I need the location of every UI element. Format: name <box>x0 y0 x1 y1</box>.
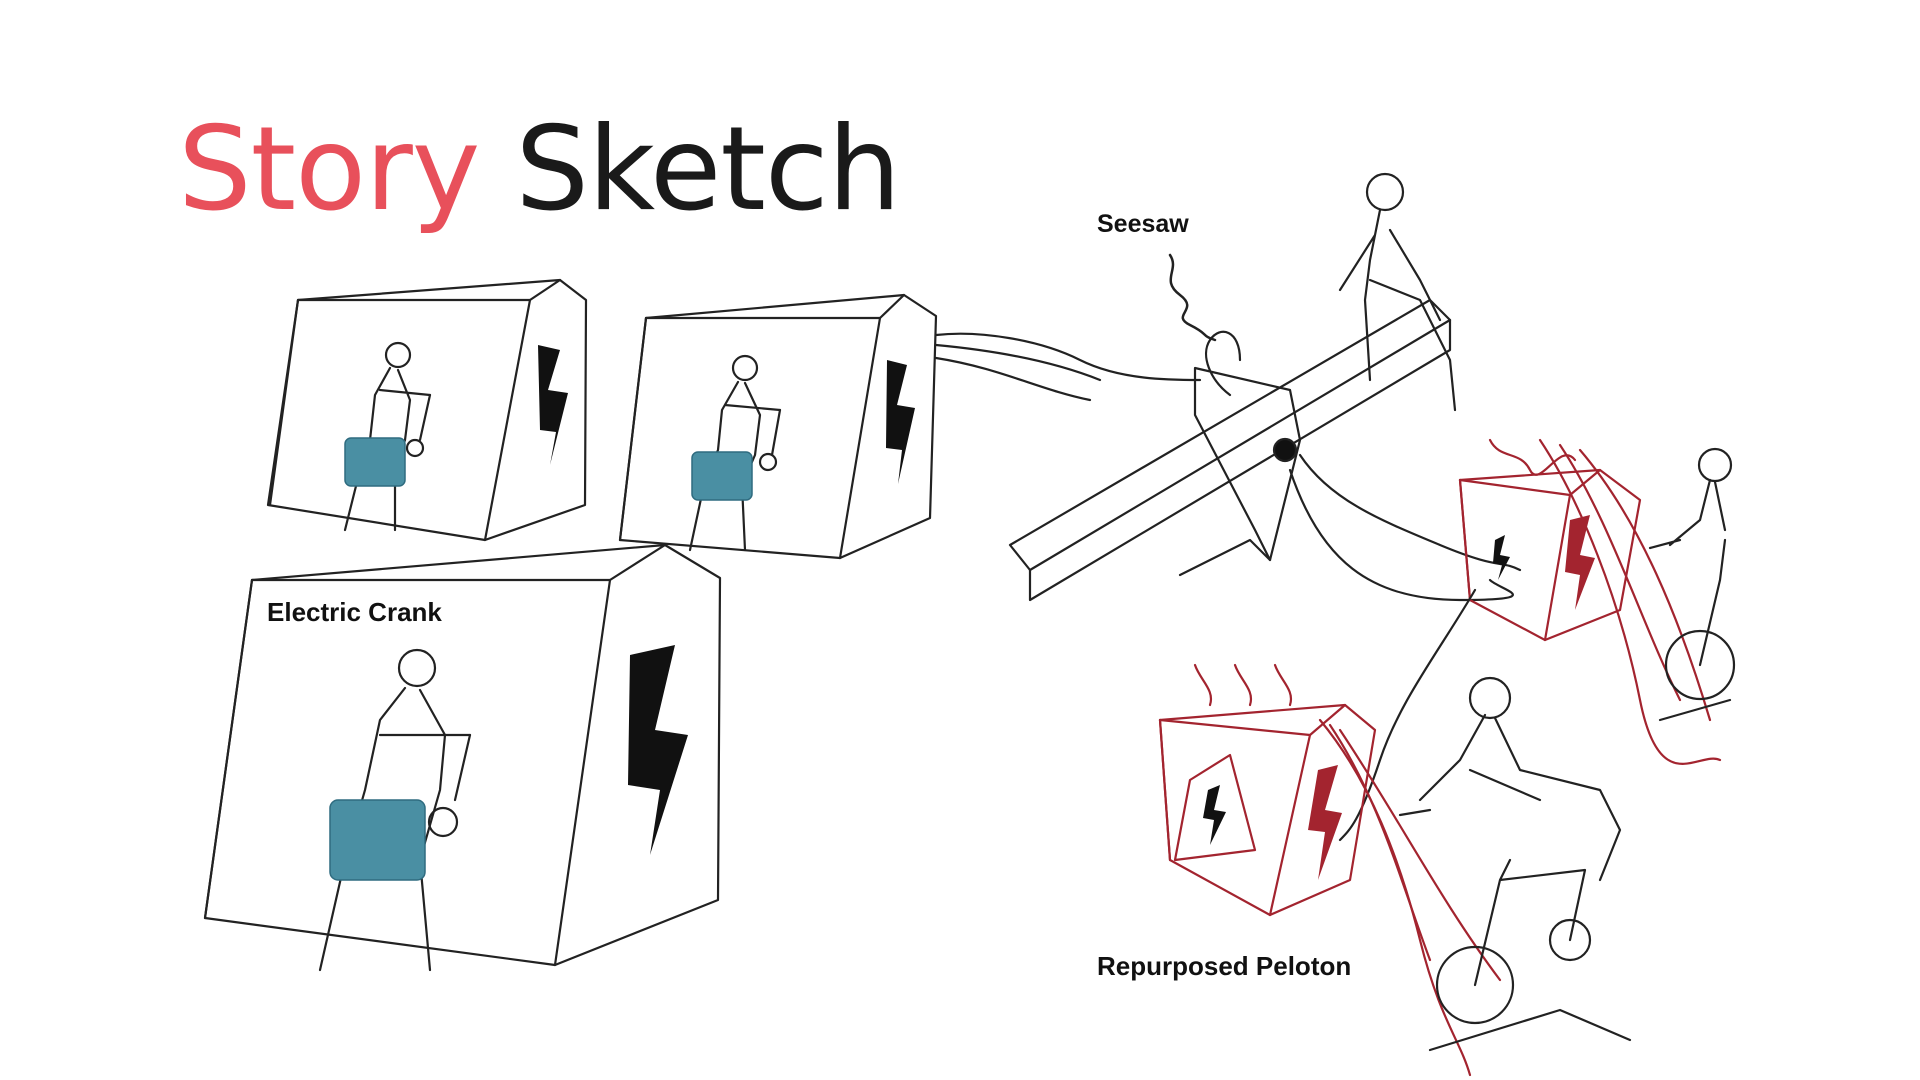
label-electric-crank: Electric Crank <box>267 597 442 627</box>
lightning-bolt-icon-7 <box>1308 765 1342 880</box>
crank-man-2 <box>688 354 782 552</box>
crank-box-2 <box>618 293 938 560</box>
lightning-bolt-icon-5 <box>1493 535 1510 580</box>
label-repurposed-peloton: Repurposed Peloton <box>1097 951 1352 981</box>
crank-box-3 <box>203 543 722 967</box>
title-word-sketch: Sketch <box>515 102 901 237</box>
power-box-top <box>1458 438 1722 765</box>
peloton-rider-2 <box>1648 447 1736 722</box>
slide-title: Story Sketch <box>178 112 901 228</box>
title-word-story: Story <box>178 102 480 237</box>
peloton-rider <box>1398 676 1632 1052</box>
lightning-bolt-icon-3 <box>628 645 688 855</box>
seesaw-squiggle <box>1168 253 1217 342</box>
lightning-bolt-icon-1 <box>538 345 568 465</box>
crank-box-1 <box>266 278 588 542</box>
seesaw <box>1008 298 1452 602</box>
lightning-bolt-icon-6 <box>1203 785 1226 845</box>
crank-man-1 <box>343 341 432 532</box>
lightning-bolt-icon-2 <box>886 360 915 484</box>
seesaw-figure <box>1205 172 1457 412</box>
lightning-bolt-icon-4 <box>1565 515 1595 610</box>
crank-man-3 <box>318 648 472 972</box>
label-seesaw: Seesaw <box>1097 210 1189 238</box>
